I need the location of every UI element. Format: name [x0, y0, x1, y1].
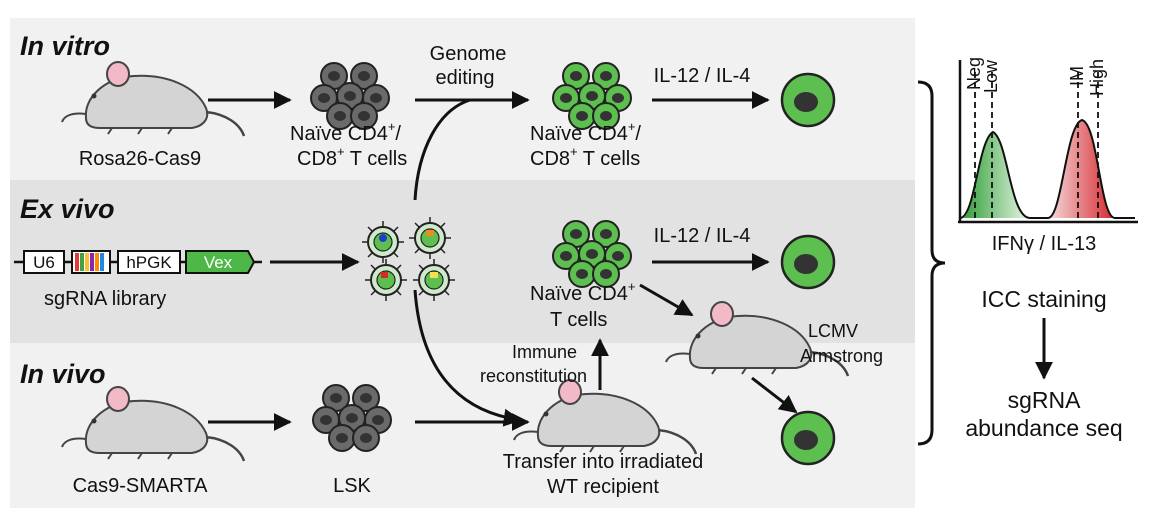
- arc-library-to-transfer: [413, 289, 522, 427]
- arrow-cells-to-lcmv-mouse: [639, 283, 694, 317]
- in-vivo-differentiated-cell-icon: [780, 410, 836, 466]
- naive-cells-label-line2: CD8+ T cells: [297, 144, 407, 170]
- hpgk-label: hPGK: [126, 253, 172, 272]
- gate-label-high: High: [1087, 59, 1107, 96]
- section-title-in-vitro: In vitro: [20, 31, 110, 61]
- transfer-label-line1: Transfer into irradiated: [503, 451, 703, 473]
- ex-vivo-differentiated-cell-icon: [780, 234, 836, 290]
- histogram-plot: Neg Low IM High: [958, 57, 1138, 224]
- seq-label-line1: sgRNA: [1008, 387, 1082, 413]
- ex-vivo-naive-label-line1: Naïve CD4+: [530, 279, 635, 305]
- edited-cells-label-line2: CD8+ T cells: [530, 144, 640, 170]
- lsk-label: LSK: [333, 475, 371, 497]
- grouping-bracket: [917, 80, 946, 446]
- lcmv-label-line1: LCMV: [808, 321, 858, 341]
- section-title-in-vivo: In vivo: [20, 359, 106, 389]
- sgrna-library-label: sgRNA library: [44, 288, 166, 310]
- gate-label-neg: Neg: [964, 57, 984, 90]
- lcmv-label-line2: Armstrong: [800, 346, 883, 366]
- naive-cells-label-line1: Naïve CD4+/: [290, 119, 401, 145]
- immune-label-line1: Immune: [512, 342, 577, 362]
- genome-editing-line2: editing: [436, 67, 495, 89]
- sgrna-barcode-icon: [71, 250, 111, 274]
- gate-label-low: Low: [981, 59, 1001, 93]
- icc-staining-label: ICC staining: [981, 286, 1106, 312]
- genome-editing-line1: Genome: [430, 43, 507, 65]
- edited-cells-label-line1: Naïve CD4+/: [530, 119, 641, 145]
- transfer-label-line2: WT recipient: [547, 476, 659, 498]
- vex-label: Vex: [204, 253, 233, 272]
- differentiated-cell-icon: [780, 72, 836, 128]
- section-title-ex-vivo: Ex vivo: [20, 194, 115, 224]
- ex-vivo-naive-label-line2: T cells: [550, 309, 607, 331]
- gate-label-im: IM: [1067, 66, 1087, 86]
- u6-label: U6: [33, 253, 55, 272]
- histogram-axis-label: IFNγ / IL-13: [992, 233, 1096, 255]
- arc-library-to-editing: [413, 98, 471, 201]
- arrow-lcmv-to-cell: [751, 376, 798, 414]
- rosa26-cas9-label: Rosa26-Cas9: [79, 148, 201, 170]
- lentivirus-pool-icon: [361, 216, 456, 302]
- sgrna-construct: U6 hPGK Vex: [14, 250, 262, 274]
- cytokine-label-ex-vivo: IL-12 / IL-4: [654, 225, 751, 247]
- immune-label-line2: reconstitution: [480, 366, 587, 386]
- seq-label-line2: abundance seq: [965, 415, 1122, 441]
- cytokine-label-in-vitro: IL-12 / IL-4: [654, 65, 751, 87]
- cas9-smarta-label: Cas9-SMARTA: [73, 475, 209, 497]
